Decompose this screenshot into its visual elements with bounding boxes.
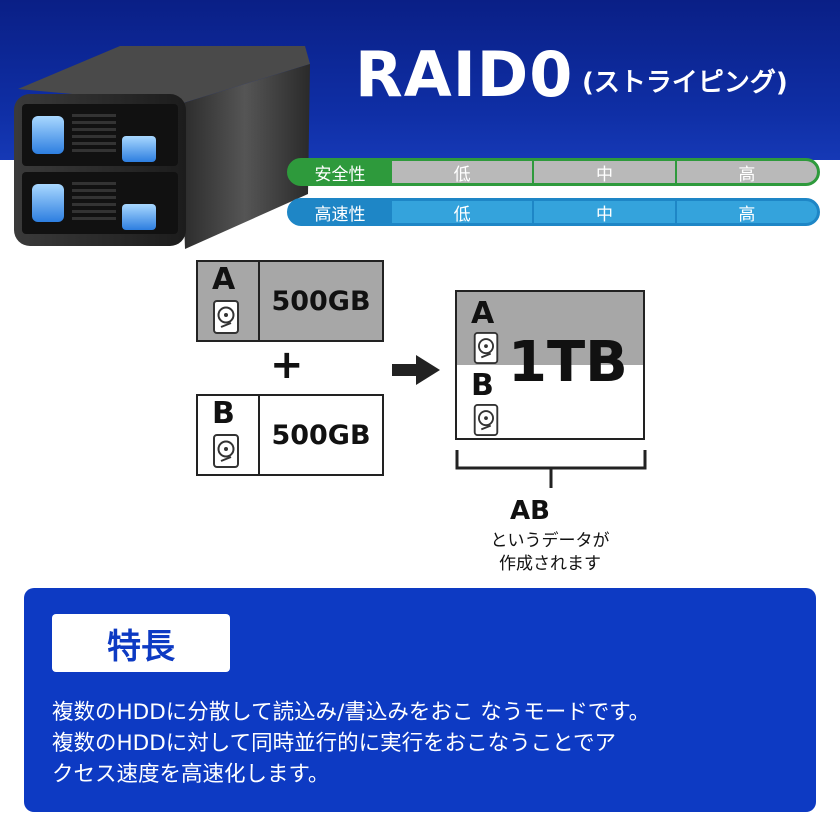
volume-letter-a: A [471, 296, 495, 331]
drive-b-size: 500GB [271, 419, 371, 451]
volume-letter-b: B [471, 368, 494, 403]
safety-rating-bar: 安全性 低 中 高 [287, 158, 820, 186]
combined-size: 1TB [508, 330, 628, 395]
safety-label: 安全性 [314, 164, 366, 185]
feature-line-3: クセス速度を高速化します。 [52, 762, 330, 788]
drive-b-letter: B [212, 396, 235, 431]
plus-sign: + [270, 342, 304, 388]
raid-enclosure-image [14, 46, 310, 249]
arrow-right-icon [392, 355, 440, 385]
ab-note-line-2: 作成されます [499, 553, 601, 574]
speed-level-mid: 中 [532, 201, 675, 223]
speed-label: 高速性 [314, 204, 366, 225]
drive-a-size: 500GB [260, 262, 382, 340]
feature-line-2: 複数のHDDに対して同時並行的に実行をおこなうことでア [52, 731, 616, 757]
drive-a-label-area: A [198, 262, 260, 340]
hard-disk-icon [213, 434, 239, 468]
ab-note-line-1: というデータが [490, 531, 610, 551]
page-subtitle: (ストライピング) [582, 68, 788, 98]
features-description: 複数のHDDに分散して読込み/書込みをおこ なうモードです。 複数のHDDに対し… [52, 697, 812, 791]
speed-level-low: 低 [390, 201, 533, 223]
safety-level-high: 高 [674, 161, 817, 183]
drive-b-box: B 500GB [196, 394, 384, 476]
bracket-line [455, 450, 647, 488]
page-title: RAID0 [355, 38, 574, 111]
ab-note: というデータが 作成されます [470, 530, 630, 576]
speed-level-high: 高 [674, 201, 817, 223]
hard-disk-icon [473, 332, 499, 364]
hard-disk-icon [213, 300, 239, 334]
safety-level-low: 低 [390, 161, 533, 183]
drive-a-letter: A [212, 262, 236, 297]
hard-disk-icon [473, 404, 499, 436]
feature-line-1: 複数のHDDに分散して読込み/書込みをおこ なうモードです。 [52, 700, 651, 725]
speed-rating-bar: 高速性 低 中 高 [287, 198, 820, 226]
combined-volume-box: A B [455, 290, 645, 440]
drive-b-label-area: B [198, 396, 260, 474]
drive-a-box: A 500GB [196, 260, 384, 342]
safety-level-mid: 中 [532, 161, 675, 183]
ab-label: AB [510, 496, 550, 526]
features-heading: 特長 [52, 614, 230, 672]
